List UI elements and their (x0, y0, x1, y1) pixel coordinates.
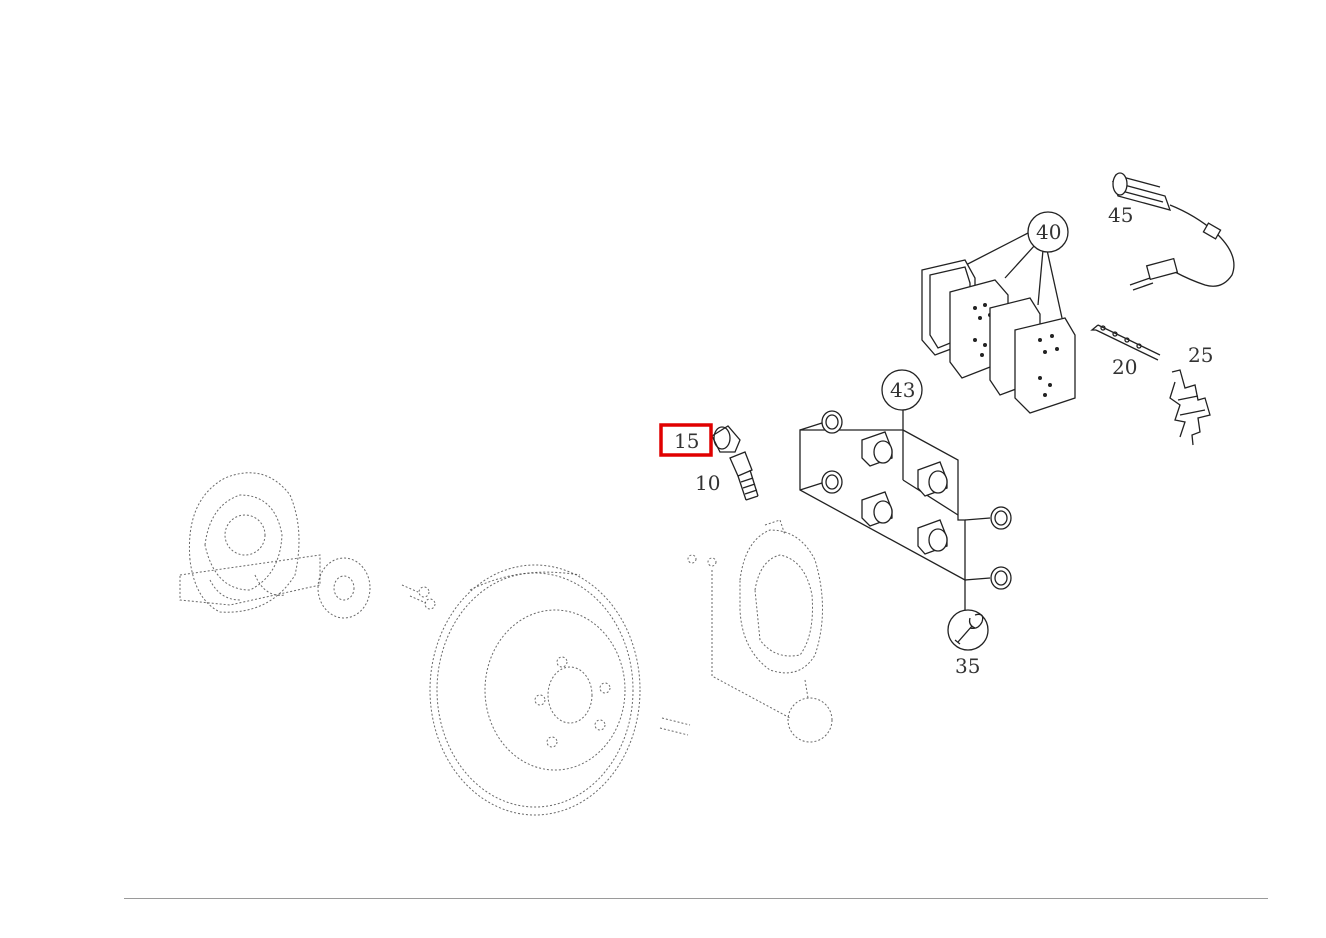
part-25-spring-clip (1169, 369, 1211, 446)
part-10-bleed-screw (729, 451, 759, 501)
faded-small-screws (659, 554, 717, 736)
part-45-wear-sensor (1111, 172, 1235, 291)
faded-brake-caliper-housing (179, 472, 321, 613)
highlight-box-15 (659, 423, 713, 457)
label-40[interactable]: 40 (1036, 220, 1061, 244)
label-15[interactable]: 15 (674, 429, 699, 453)
label-10[interactable]: 10 (695, 471, 720, 495)
part-43-piston-kit (799, 410, 1012, 610)
footer-divider (124, 898, 1268, 899)
faded-brake-disc (429, 564, 641, 816)
part-40-brake-pads (921, 231, 1076, 414)
callout-43 (881, 369, 923, 411)
faded-caliper (739, 519, 823, 674)
faded-seal-ring (317, 557, 371, 619)
label-20[interactable]: 20 (1112, 355, 1137, 379)
label-35[interactable]: 35 (955, 654, 980, 678)
faded-bolts (401, 584, 436, 610)
label-45[interactable]: 45 (1108, 203, 1133, 227)
faded-callout-5 (711, 570, 833, 743)
label-43[interactable]: 43 (890, 378, 915, 402)
callout-40 (1027, 211, 1069, 253)
part-15-cap (711, 425, 741, 453)
callout-35 (947, 609, 989, 651)
part-20-pin (1090, 324, 1161, 361)
label-25[interactable]: 25 (1188, 343, 1213, 367)
